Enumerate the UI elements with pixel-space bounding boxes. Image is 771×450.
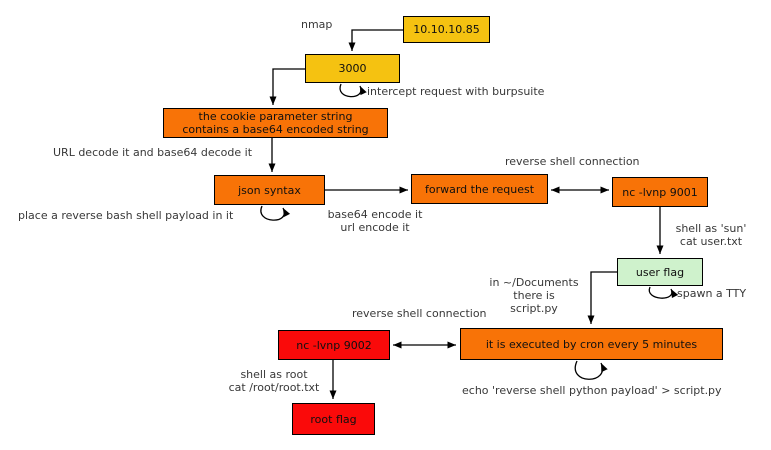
node-cookie-param-line2: contains a base64 encoded string (182, 123, 369, 136)
edge-label-intercept-burpsuite: intercept request with burpsuite (367, 85, 545, 98)
edge-label-reverse-shell-top: reverse shell connection (505, 155, 640, 168)
node-nc-9002-label: nc -lvnp 9002 (296, 338, 372, 352)
edge-label-shell-root-line1: shell as root (240, 368, 308, 381)
node-ip-address-label: 10.10.10.85 (413, 23, 480, 36)
edge-userflag-to-cron (587, 271, 617, 324)
node-cookie-param: the cookie parameter string contains a b… (163, 108, 388, 138)
edge-label-shell-sun-line1: shell as 'sun' (675, 222, 747, 235)
node-forward-request: forward the request (411, 174, 548, 204)
edge-loop-cron (574, 360, 608, 380)
node-cookie-param-line1: the cookie parameter string (198, 110, 353, 123)
node-port-3000: 3000 (305, 54, 400, 83)
edge-label-place-payload: place a reverse bash shell payload in it (18, 209, 234, 222)
edge-label-documents-line2: there is (513, 289, 555, 302)
edge-label-shell-root: shell as root cat /root/root.txt (222, 368, 326, 394)
node-nc-9001-label: nc -lvnp 9001 (622, 185, 698, 199)
edge-label-shell-sun: shell as 'sun' cat user.txt (659, 222, 763, 248)
edge-label-encode-line2: url encode it (340, 221, 410, 234)
edge-label-documents: in ~/Documents there is script.py (479, 276, 589, 315)
node-cron-exec: it is executed by cron every 5 minutes (460, 328, 723, 360)
edge-loop-3000 (339, 83, 367, 98)
node-nc-9002: nc -lvnp 9002 (278, 330, 390, 360)
edge-loop-json (260, 205, 291, 221)
node-user-flag: user flag (617, 258, 703, 286)
node-user-flag-label: user flag (635, 265, 685, 279)
node-cron-exec-label: it is executed by cron every 5 minutes (485, 337, 698, 351)
edge-label-shell-root-line2: cat /root/root.txt (228, 381, 320, 394)
node-ip-address: 10.10.10.85 (403, 16, 490, 43)
edge-label-spawn-tty: spawn a TTY (677, 287, 747, 300)
node-json-syntax-label: json syntax (238, 183, 301, 197)
edge-label-nmap: nmap (301, 18, 333, 31)
node-root-flag-label: root flag (310, 412, 357, 426)
node-json-syntax: json syntax (214, 175, 325, 205)
edge-label-encode: base64 encode it url encode it (316, 208, 434, 234)
edge-label-echo-payload: echo 'reverse shell python payload' > sc… (462, 384, 722, 397)
edge-label-reverse-shell-bottom: reverse shell connection (352, 307, 487, 320)
node-root-flag: root flag (292, 403, 375, 435)
edge-label-url-decode: URL decode it and base64 decode it (53, 146, 253, 159)
edge-label-documents-line1: in ~/Documents (489, 276, 579, 289)
edge-loop-userflag (648, 286, 679, 299)
edge-label-shell-sun-line2: cat user.txt (679, 235, 743, 248)
edge-label-documents-line3: script.py (510, 302, 558, 315)
edge-label-encode-line1: base64 encode it (327, 208, 423, 221)
edge-3000-to-cookie (269, 68, 305, 105)
edge-ip-to-3000 (348, 29, 403, 51)
node-nc-9001: nc -lvnp 9001 (612, 177, 708, 207)
node-port-3000-label: 3000 (338, 62, 367, 75)
node-forward-request-label: forward the request (424, 182, 535, 196)
